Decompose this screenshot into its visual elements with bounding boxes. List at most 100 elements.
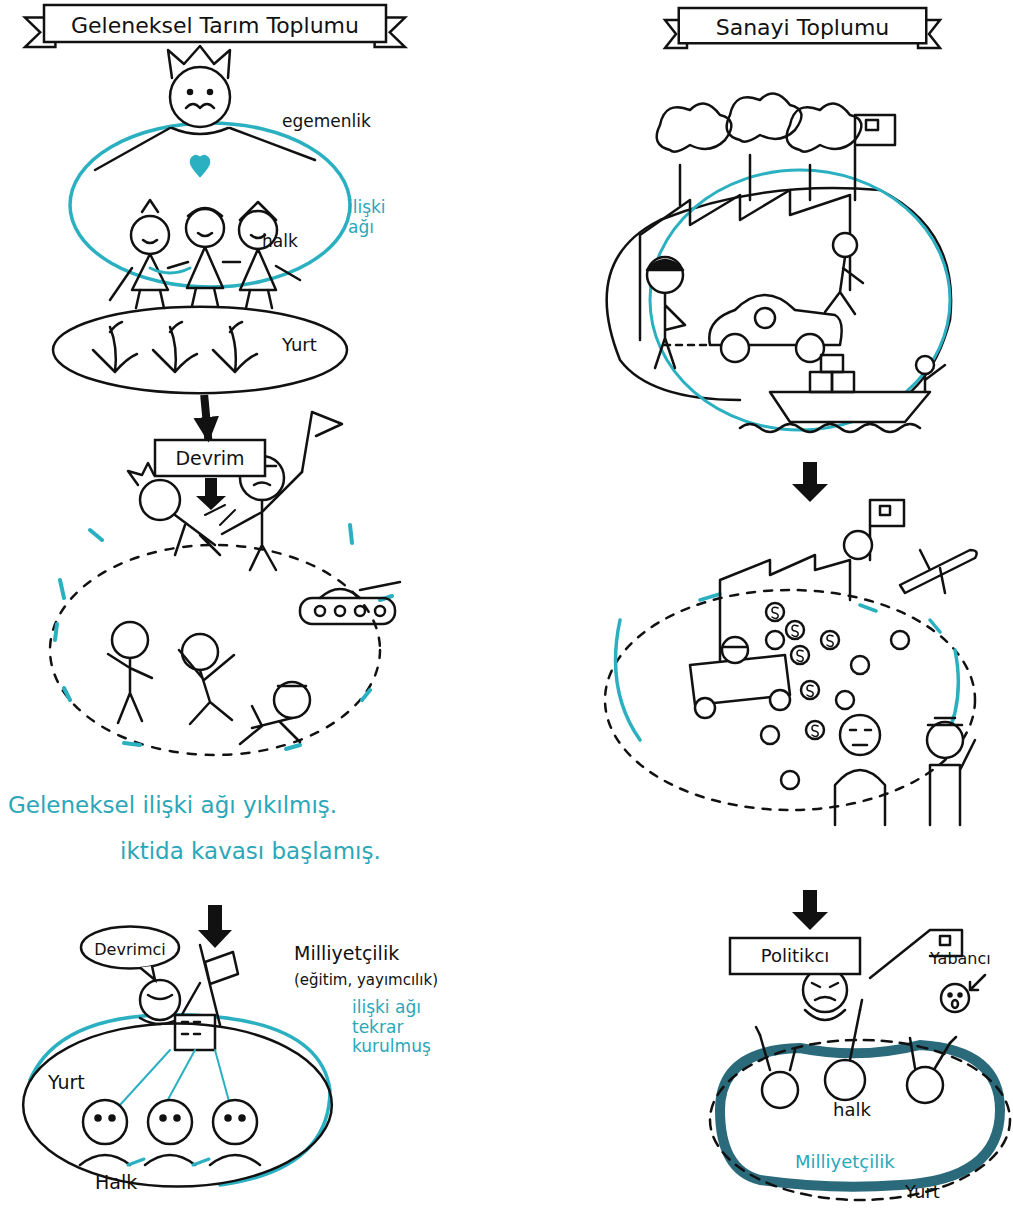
cargo-ship-part (925, 365, 945, 392)
title-banner-outline (44, 5, 386, 42)
flow-arrow (204, 395, 208, 440)
factory-part (680, 155, 810, 205)
flow-arrow-part (792, 462, 828, 502)
tank-part (300, 598, 395, 624)
node-text: Devrim (175, 448, 244, 469)
rival-figures-part (928, 718, 962, 725)
fleeing-people-part (240, 686, 306, 744)
factory-part (866, 120, 878, 130)
foreigner-face (941, 975, 985, 1012)
land-ellipse: Yurt (50, 305, 350, 395)
sign-box-outline (730, 938, 860, 974)
rival-figures-part (930, 740, 975, 825)
worker-figures-part (655, 293, 685, 368)
cargo-ship-part (740, 424, 920, 432)
industry-loop-part (607, 188, 951, 420)
industry-loop-part (650, 170, 950, 430)
car-figure-part (722, 637, 748, 663)
speech-bubble: Devrimci (80, 925, 180, 975)
fleeing-people-part (108, 654, 152, 723)
industry-loop (607, 170, 951, 430)
ruler-figure-part (188, 90, 192, 94)
politician-figure-part (940, 936, 950, 945)
annotation-text: Milliyetçilik (294, 943, 399, 965)
people-figures-part (80, 1155, 260, 1165)
cargo-ship-part (821, 355, 843, 372)
fleeing-people-part (274, 682, 310, 718)
market-loop-part (605, 590, 975, 810)
broken-loop-part (50, 545, 380, 755)
relation-loop (70, 123, 350, 287)
factory-part (787, 104, 862, 152)
worker-figures-part (825, 257, 863, 314)
factory-part (870, 500, 904, 560)
tank-part (320, 582, 400, 598)
relation-loop-part (70, 123, 350, 287)
homeland-ellipse: YurtHalk (20, 1020, 335, 1190)
car-figure-part (724, 646, 746, 649)
rival-figures-part (927, 722, 963, 758)
plane (900, 550, 977, 593)
annotation-text: (eğitim, yayımcılık) (294, 972, 438, 989)
foreigner-face-part (970, 975, 985, 990)
politician-figure-part (805, 1010, 845, 1020)
market-loop (605, 590, 975, 810)
cargo-ship (740, 355, 945, 432)
people-figures (110, 200, 300, 308)
flow-arrow-part (792, 890, 828, 930)
sign-box: Politikcı (730, 938, 860, 974)
flow-arrow-part (196, 478, 226, 510)
people-figures (80, 1100, 260, 1165)
ruler-figure-part (168, 46, 230, 78)
fleeing-people-part (112, 622, 148, 658)
soldier-figure-part (222, 472, 302, 570)
cargo-ship-part (916, 356, 934, 374)
people-figures-part (148, 1100, 192, 1144)
factory-part (880, 506, 890, 515)
people-figures-part (175, 1116, 180, 1121)
people-figures-part (83, 1100, 127, 1144)
flow-arrow (196, 462, 828, 948)
money-coins-part (851, 656, 869, 674)
people-figures-part (96, 1116, 101, 1121)
money-coins (761, 603, 909, 789)
people-figures-part (186, 209, 224, 247)
money-coins-part (772, 607, 833, 736)
node-text: halk (833, 1100, 871, 1120)
node-text: Milliyetçilik (795, 1152, 895, 1172)
crowd-figures-part (825, 1060, 865, 1100)
people-figures-part (150, 268, 190, 273)
land-ellipse-outline (53, 307, 347, 393)
revolutionary-figure-part (120, 1050, 230, 1105)
crop-plants-part (153, 322, 197, 372)
annotation-text: egemenlik (282, 112, 371, 132)
crowd-figures-part (762, 1072, 798, 1108)
crop-plants-part (213, 322, 257, 372)
flow-arrow-part (198, 905, 232, 948)
money-coins-part (761, 726, 779, 744)
foreigner-face-part (941, 984, 969, 1012)
factory-part (855, 115, 895, 200)
people-figures-part (161, 1116, 166, 1121)
rival-figures (835, 715, 975, 825)
money-coins-part (766, 631, 784, 649)
people-figures-part (131, 216, 169, 254)
people-figures-part (128, 1159, 209, 1165)
node-text: Politikcı (761, 946, 830, 966)
event-box: Devrim (155, 440, 265, 476)
crowd-figures (756, 1000, 956, 1108)
crowd-figures-part (760, 1010, 950, 1070)
broken-loop (50, 512, 392, 755)
renewed-loop (30, 1015, 330, 1185)
nation-ring-part (710, 1040, 1010, 1200)
worker-figures-part (755, 308, 775, 328)
node-text: Geleneksel Tarım Toplumu (71, 14, 359, 38)
fallen-ruler-part (205, 505, 235, 525)
annotation-text: halk (262, 232, 298, 252)
nation-ring-part (720, 1045, 1000, 1187)
revolutionary-figure-part (200, 945, 238, 1025)
people-figures-part (213, 1100, 257, 1144)
factory-part (727, 94, 802, 142)
nation-ellipse: halkMilliyetçilikYurt (715, 1040, 1005, 1200)
